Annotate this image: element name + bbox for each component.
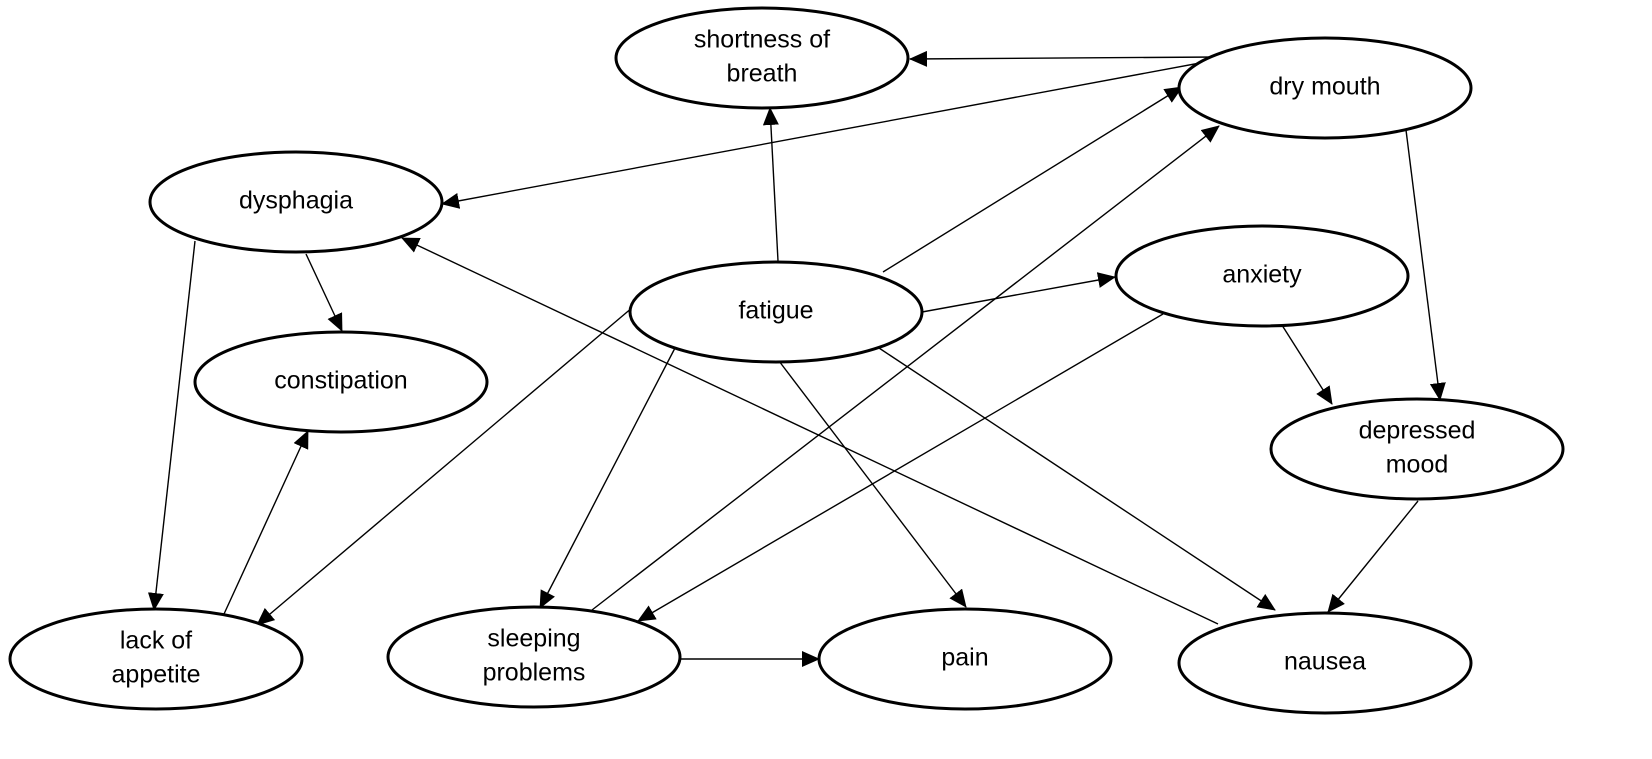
- node-label: breath: [727, 60, 798, 88]
- edge-anxiety-to-sleeping-problems: [637, 313, 1164, 622]
- node-ellipse: [8, 607, 304, 711]
- node-fatigue: fatigue: [628, 260, 924, 364]
- node-label: anxiety: [1222, 261, 1302, 289]
- node-ellipse: [1177, 611, 1473, 715]
- node-nausea: nausea: [1177, 611, 1473, 715]
- node-anxiety: anxiety: [1114, 224, 1410, 328]
- node-lack-of-appetite: lack of appetite: [8, 607, 304, 711]
- nodes-layer: shortness of breath dry mouth dysphagia fati…: [8, 6, 1565, 715]
- node-ellipse: [1114, 224, 1410, 328]
- node-ellipse: [1177, 36, 1473, 140]
- edge-fatigue-to-shortness-of-breath: [762, 107, 779, 262]
- edge-fatigue-to-nausea: [878, 347, 1276, 611]
- node-label: dry mouth: [1269, 73, 1380, 101]
- edge-depressed-mood-to-nausea: [1327, 500, 1419, 613]
- edge-dry-mouth-to-depressed-mood: [1405, 129, 1446, 401]
- edge-fatigue-to-sleeping-problems: [539, 347, 676, 609]
- node-ellipse: [614, 6, 910, 110]
- node-label: constipation: [274, 367, 407, 395]
- edge-sleeping-problems-to-dry-mouth: [591, 125, 1220, 611]
- edge-fatigue-to-dry-mouth: [882, 86, 1183, 273]
- node-label: depressed: [1359, 417, 1476, 445]
- edge-lack-of-appetite-to-constipation: [223, 430, 309, 615]
- node-label: shortness of: [694, 26, 830, 54]
- node-label: sleeping: [487, 625, 580, 653]
- node-label: mood: [1386, 451, 1449, 479]
- node-constipation: constipation: [193, 330, 489, 434]
- edge-dry-mouth-to-dysphagia: [441, 59, 1217, 209]
- node-pain: pain: [817, 607, 1113, 711]
- node-ellipse: [193, 330, 489, 434]
- node-ellipse: [386, 605, 682, 709]
- edges-layer: [147, 50, 1446, 667]
- edge-dry-mouth-to-shortness-of-breath: [909, 50, 1220, 67]
- edge-dysphagia-to-constipation: [305, 253, 343, 332]
- edge-fatigue-to-lack-of-appetite: [256, 306, 634, 626]
- node-ellipse: [628, 260, 924, 364]
- node-label: dysphagia: [239, 187, 353, 215]
- node-dry-mouth: dry mouth: [1177, 36, 1473, 140]
- node-dysphagia: dysphagia: [148, 150, 444, 254]
- edge-anxiety-to-depressed-mood: [1279, 321, 1333, 405]
- edge-fatigue-to-anxiety: [921, 272, 1116, 313]
- node-label: nausea: [1284, 648, 1366, 676]
- node-shortness-of-breath: shortness of breath: [614, 6, 910, 110]
- edge-nausea-to-dysphagia: [401, 237, 1219, 625]
- node-ellipse: [1269, 397, 1565, 501]
- node-label: lack of: [120, 627, 192, 655]
- node-label: fatigue: [738, 297, 813, 325]
- node-label: problems: [483, 659, 586, 687]
- node-sleeping-problems: sleeping problems: [386, 605, 682, 709]
- edge-dysphagia-to-lack-of-appetite: [147, 240, 196, 611]
- node-ellipse: [148, 150, 444, 254]
- node-ellipse: [817, 607, 1113, 711]
- node-label: appetite: [112, 661, 201, 689]
- node-label: pain: [941, 644, 988, 672]
- node-depressed-mood: depressed mood: [1269, 397, 1565, 501]
